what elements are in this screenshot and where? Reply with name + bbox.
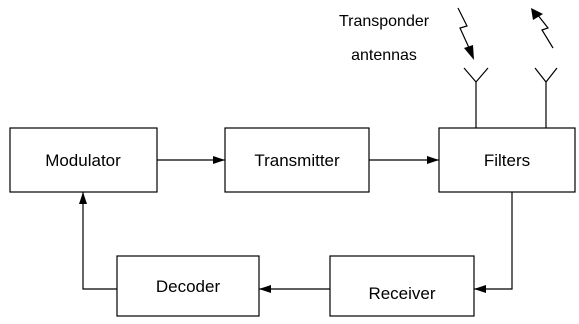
decoder-block: Decoder — [116, 255, 260, 317]
transmitter-label: Transmitter — [254, 151, 340, 170]
receiver-label: Receiver — [368, 284, 435, 303]
antenna-caption-line1: Transponder — [339, 13, 430, 30]
decoder-to-modulator-arrow — [79, 192, 117, 290]
filters-block: Filters — [438, 127, 576, 193]
receiver-block: Receiver — [329, 255, 475, 317]
outgoing-signal-icon — [531, 8, 554, 49]
transmitter-block: Transmitter — [224, 127, 370, 193]
decoder-label: Decoder — [156, 277, 221, 296]
right-antenna-icon — [534, 67, 558, 128]
filters-label: Filters — [484, 151, 530, 170]
antenna-caption-line2: antennas — [351, 47, 417, 64]
incoming-signal-icon — [457, 7, 474, 60]
filters-to-receiver-arrow — [474, 192, 513, 293]
modulator-block: Modulator — [9, 127, 158, 193]
modulator-label: Modulator — [45, 151, 121, 170]
left-antenna-icon — [463, 67, 489, 128]
